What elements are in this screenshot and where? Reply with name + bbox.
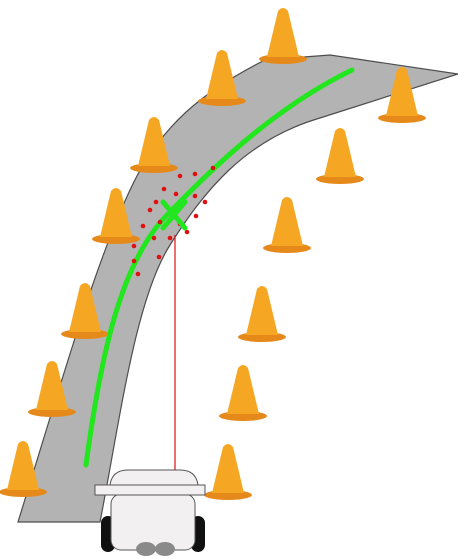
robot-sensor-right <box>155 542 175 556</box>
robot-body <box>110 493 196 551</box>
sample-point <box>157 219 163 225</box>
cone-right-3-icon <box>238 286 286 342</box>
sample-point <box>131 243 137 249</box>
sample-point <box>173 191 179 197</box>
sample-point <box>202 199 208 205</box>
sample-point <box>161 186 167 192</box>
sample-point <box>192 193 198 199</box>
robot-front-bar <box>94 484 206 496</box>
robot-vehicle-icon <box>94 469 206 556</box>
cone-left-7-icon <box>259 8 307 64</box>
cone-right-5-icon <box>316 128 364 184</box>
cone-right-4-icon <box>263 197 311 253</box>
sample-point <box>210 165 216 171</box>
sample-point <box>153 199 159 205</box>
sample-point <box>184 229 190 235</box>
sample-point <box>192 171 198 177</box>
robot-sensor-left <box>136 542 156 556</box>
cone-right-2-icon <box>219 365 267 421</box>
sample-points <box>131 165 216 277</box>
target-x-icon <box>160 199 188 231</box>
sample-point <box>151 235 157 241</box>
sample-point <box>131 258 137 264</box>
sample-point <box>140 223 146 229</box>
cone-right-1-icon <box>204 444 252 500</box>
sample-point <box>177 173 183 179</box>
sample-point <box>193 213 199 219</box>
sample-point <box>167 235 173 241</box>
sample-point <box>147 207 153 213</box>
sample-point <box>156 254 162 260</box>
sample-point <box>135 271 141 277</box>
robot-top-cover <box>109 469 199 486</box>
